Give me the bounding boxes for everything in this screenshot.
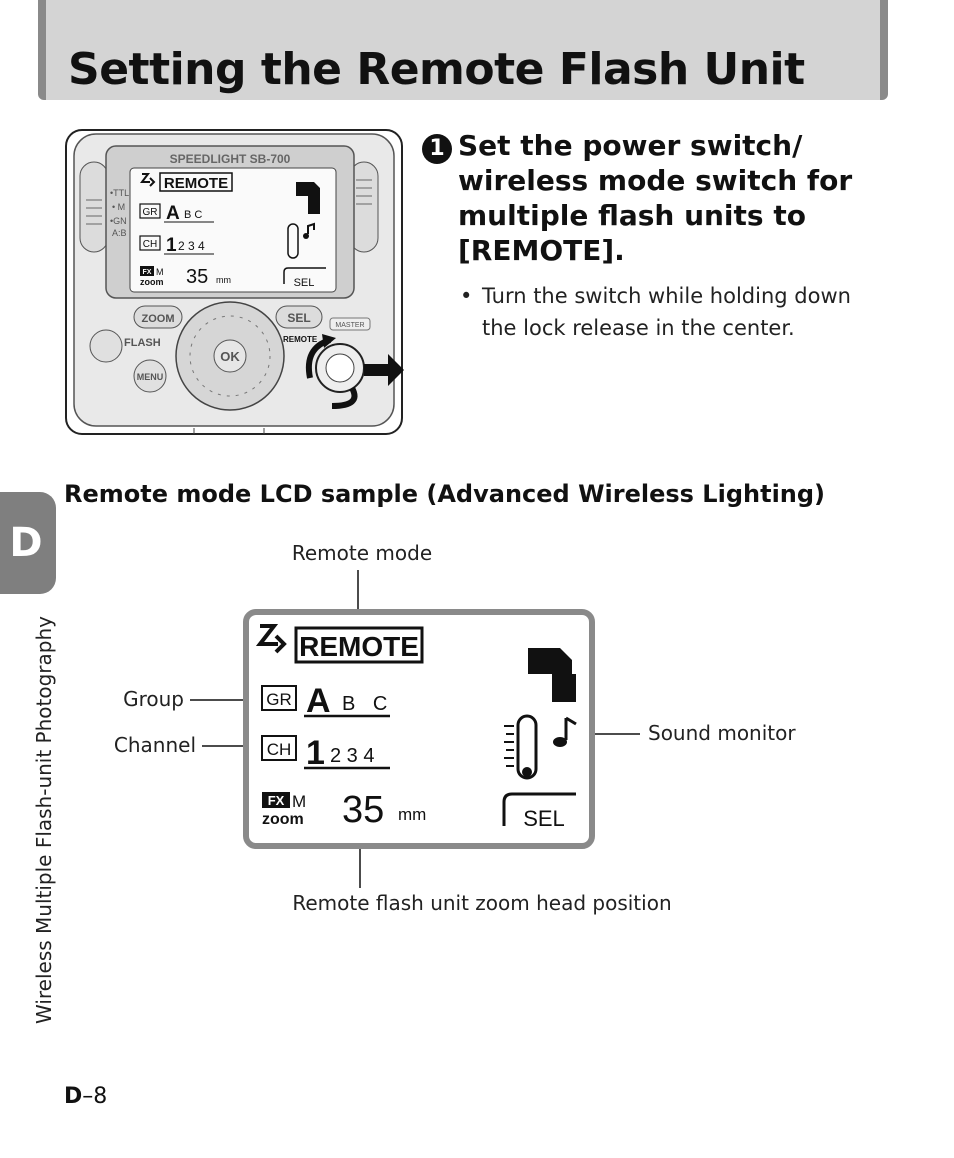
ok-button-label: OK (220, 349, 240, 364)
callout-zoom-head: Remote flash unit zoom head position (292, 891, 671, 915)
lcd-m-tag: M (292, 792, 306, 811)
sound-monitor-icon (553, 716, 577, 747)
press-arrow-icon (364, 354, 404, 386)
lcd-channel: 1 (306, 734, 325, 772)
device-brand: SPEEDLIGHT SB-700 (170, 152, 291, 166)
lcd-zoom-tag: zoom (262, 811, 304, 828)
page-title: Setting the Remote Flash Unit (68, 44, 805, 95)
ok-button[interactable] (213, 339, 247, 373)
callout-remote-mode: Remote mode (292, 541, 432, 565)
lcd-group: A (306, 682, 331, 720)
step-bullet: • Turn the switch while holding down the… (460, 280, 860, 344)
callout-group: Group (123, 687, 184, 711)
device-lcd-mode: REMOTE (164, 175, 228, 192)
bullet-mark: • (460, 284, 473, 308)
bullet-text: Turn the switch while holding down the l… (482, 284, 851, 340)
lcd-zoom-value: 35 (342, 789, 384, 831)
menu-button[interactable] (133, 359, 167, 393)
page-number: D–8 (64, 1084, 107, 1109)
device-lcd-zoom-unit: mm (216, 275, 231, 285)
page-letter: D (64, 1084, 83, 1109)
flash-output-icon (528, 648, 572, 674)
mode-label-ttl: •TTL (110, 188, 129, 198)
callout-channel: Channel (114, 733, 196, 757)
device-lcd-group: A (166, 203, 180, 224)
zoom-button[interactable] (133, 305, 183, 329)
lcd-group-rest: B C (342, 693, 393, 715)
device-lcd-channel-tag: CH (143, 239, 157, 250)
lcd-mode: REMOTE (299, 631, 419, 662)
mode-label-m: • M (112, 202, 125, 212)
sel-button-label: SEL (287, 311, 310, 325)
remote-label: REMOTE (283, 335, 318, 344)
device-lcd-channel: 1 (166, 235, 177, 256)
device-lcd-group-rest: B C (184, 209, 202, 221)
chapter-letter: D (9, 520, 43, 566)
zoom-button-label: ZOOM (142, 313, 175, 325)
chapter-title: Wireless Multiple Flash-unit Photography (32, 616, 56, 1025)
section-heading: Remote mode LCD sample (Advanced Wireles… (64, 480, 826, 508)
lcd-zoom-unit: mm (398, 805, 426, 824)
device-lcd-channel-rest: 2 3 4 (178, 239, 205, 253)
device-lcd-group-tag: GR (143, 207, 158, 218)
device-lcd-sel: SEL (294, 277, 315, 289)
mode-label-ab: A:B (112, 228, 127, 238)
lcd-channel-tag: CH (267, 740, 292, 759)
device-lcd-zoom-value: 35 (186, 266, 208, 288)
step-title: Set the power switch/ wireless mode swit… (458, 129, 853, 267)
page-digit: 8 (93, 1084, 108, 1109)
flash-unit-illustration: SPEEDLIGHT SB-700 •TTL • M •GN A:B REMOT… (65, 129, 404, 435)
mode-label-gn: •GN (110, 216, 127, 226)
callout-sound-monitor: Sound monitor (648, 721, 796, 745)
flash-button-label: FLASH (124, 337, 161, 349)
page-separator: – (82, 1084, 94, 1109)
lcd-frame (243, 609, 595, 849)
menu-button-label: MENU (137, 372, 164, 382)
device-lcd-zoom-tag: zoom (140, 277, 164, 287)
lcd-group-tag: GR (266, 690, 292, 709)
flash-button[interactable] (89, 329, 123, 363)
level-bar-icon (516, 714, 538, 780)
device-lcd-fx: FX (143, 269, 152, 276)
title-band: Setting the Remote Flash Unit (38, 0, 888, 100)
device-lcd-m: M (156, 267, 164, 277)
chapter-tab: D (0, 492, 56, 594)
master-label: MASTER (335, 322, 364, 329)
lcd-sample-diagram: Remote mode Group Channel Sound monitor … (114, 541, 796, 915)
lcd-fx-tag: FX (268, 793, 285, 808)
lcd-channel-rest: 2 3 4 (330, 745, 374, 767)
step-number-badge: 1 (422, 134, 452, 164)
lcd-sel: SEL (523, 806, 565, 831)
remote-arrow-icon (255, 624, 287, 654)
sel-button[interactable] (275, 305, 323, 329)
